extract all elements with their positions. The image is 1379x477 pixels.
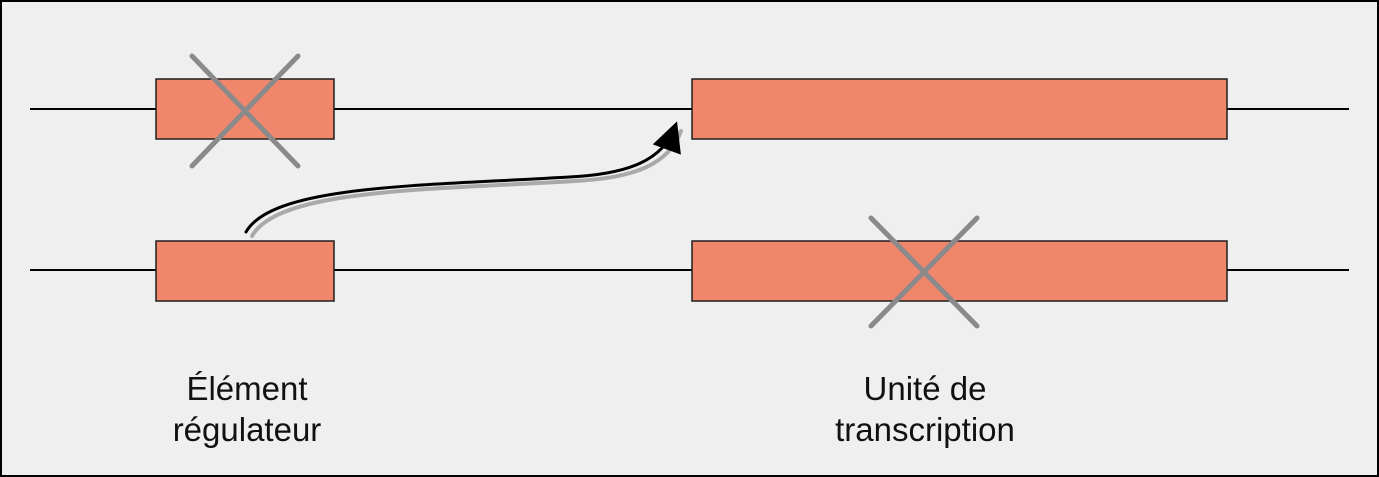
bottom-transcription-x-mark-icon	[868, 215, 980, 329]
transcription-unit-label-line1: Unité de	[863, 370, 987, 407]
bottom-strand-group	[30, 215, 1349, 329]
regulatory-element-label-line2: régulateur	[172, 411, 322, 448]
regulation-curved-arrow-icon	[244, 121, 683, 238]
top-transcription-unit-box	[691, 78, 1228, 140]
transcription-unit-label: Unité de transcription	[795, 368, 1055, 450]
bottom-regulatory-box	[155, 240, 335, 302]
bottom-transcription-unit-box	[691, 240, 1228, 302]
regulatory-element-label: Élément régulateur	[117, 368, 377, 450]
top-strand-group	[30, 53, 1349, 169]
top-regulatory-x-mark-icon	[189, 53, 301, 169]
transcription-unit-label-line2: transcription	[835, 411, 1015, 448]
regulatory-element-label-line1: Élément	[186, 370, 308, 407]
